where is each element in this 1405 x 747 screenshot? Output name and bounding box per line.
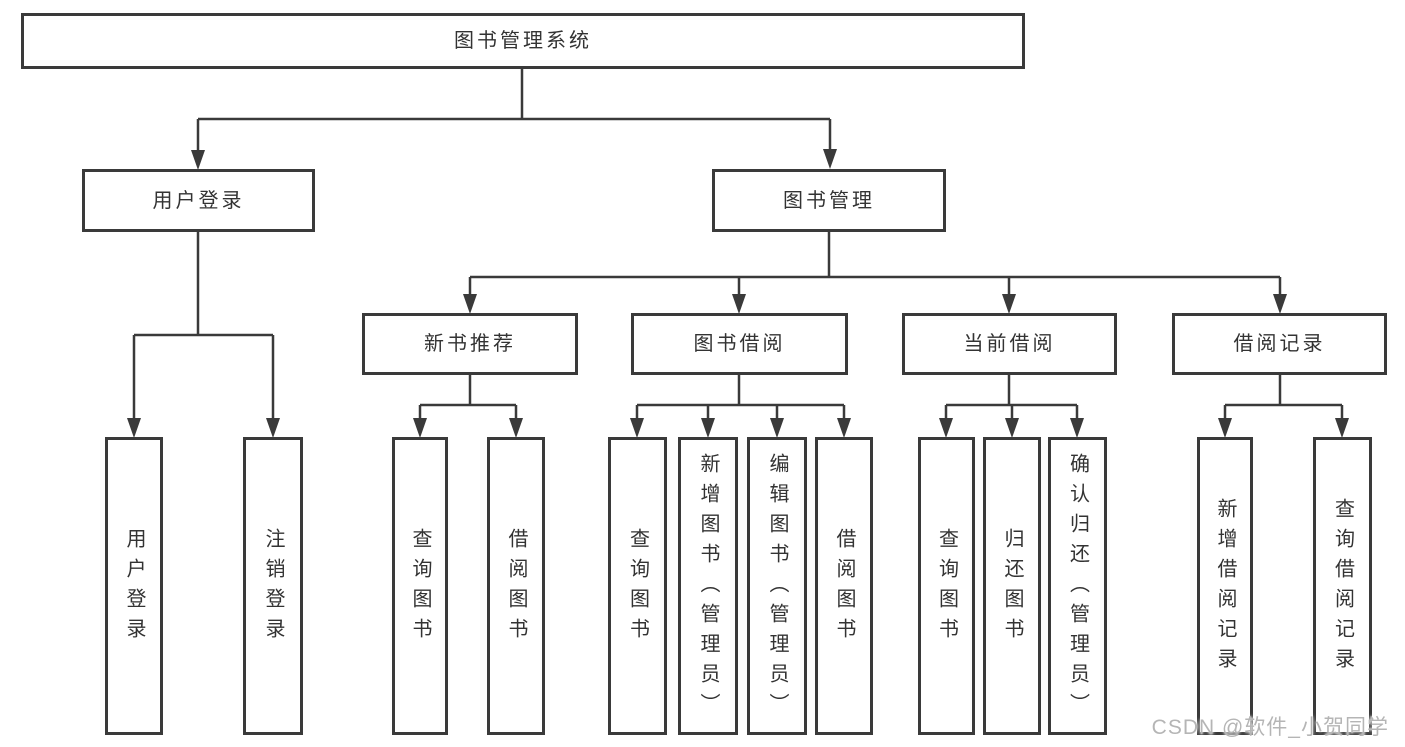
node-book-management: 图书管理 (712, 169, 946, 232)
arrow-down-icon (266, 418, 280, 438)
arrow-down-icon (127, 418, 141, 438)
node-borrowing-add-books-admin: 新增图书（管理员） (678, 437, 738, 735)
node-borrowing-records: 借阅记录 (1172, 313, 1387, 375)
node-records-query-record: 查询借阅记录 (1313, 437, 1372, 735)
arrow-down-icon (1218, 418, 1232, 438)
arrow-down-icon (1070, 418, 1084, 438)
arrow-down-icon (939, 418, 953, 438)
node-user-login: 用户登录 (82, 169, 315, 232)
node-new-book-recommendation: 新书推荐 (362, 313, 578, 375)
node-borrowing-query-books: 查询图书 (608, 437, 667, 735)
node-borrowing-borrow-books: 借阅图书 (815, 437, 873, 735)
arrow-down-icon (413, 418, 427, 438)
arrow-down-icon (1273, 294, 1287, 314)
arrow-down-icon (463, 294, 477, 314)
arrow-down-icon (1002, 294, 1016, 314)
connector-lines (132, 69, 1344, 420)
node-current-query-books: 查询图书 (918, 437, 975, 735)
node-book-borrowing: 图书借阅 (631, 313, 848, 375)
node-library-management-system: 图书管理系统 (21, 13, 1025, 69)
node-current-confirm-return-admin: 确认归还（管理员） (1048, 437, 1107, 735)
node-logout: 注销登录 (243, 437, 303, 735)
arrowheads (127, 149, 1349, 438)
arrow-down-icon (1005, 418, 1019, 438)
arrow-down-icon (701, 418, 715, 438)
node-user-login-leaf: 用户登录 (105, 437, 163, 735)
node-borrowing-edit-books-admin: 编辑图书（管理员） (747, 437, 807, 735)
arrow-down-icon (509, 418, 523, 438)
node-recommend-borrow-books: 借阅图书 (487, 437, 545, 735)
node-current-return-books: 归还图书 (983, 437, 1041, 735)
node-current-borrowing: 当前借阅 (902, 313, 1117, 375)
arrow-down-icon (630, 418, 644, 438)
node-recommend-query-books: 查询图书 (392, 437, 448, 735)
node-records-add-record: 新增借阅记录 (1197, 437, 1253, 735)
arrow-down-icon (732, 294, 746, 314)
arrow-down-icon (823, 149, 837, 169)
arrow-down-icon (191, 150, 205, 170)
arrow-down-icon (770, 418, 784, 438)
arrow-down-icon (837, 418, 851, 438)
arrow-down-icon (1335, 418, 1349, 438)
csdn-watermark: CSDN @软件_小贺同学 (1151, 716, 1389, 739)
